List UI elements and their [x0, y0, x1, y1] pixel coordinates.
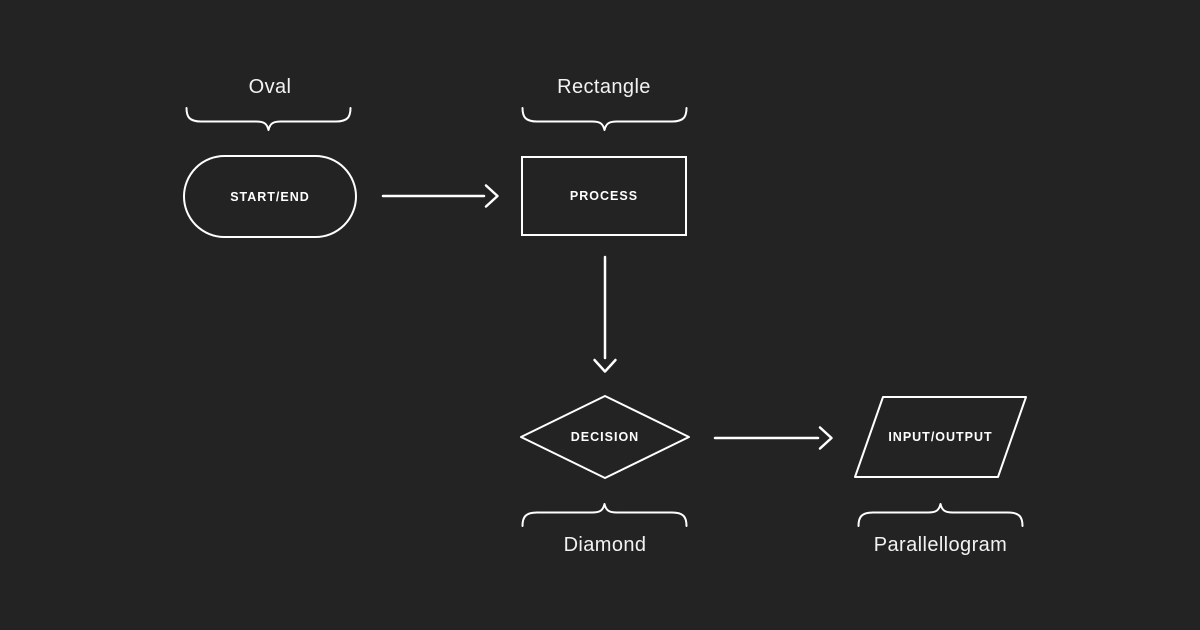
- arrow-rectangle-to-diamond: [593, 255, 617, 373]
- parallelogram-brace-icon: [857, 503, 1024, 527]
- rectangle-brace-icon: [521, 107, 688, 131]
- arrow-diamond-to-parallelogram: [713, 426, 833, 450]
- diamond-annotation: Diamond: [563, 534, 647, 556]
- oval-annotation: Oval: [248, 76, 292, 98]
- diamond-shape-outline: [520, 395, 690, 479]
- oval-node: START/END: [183, 155, 357, 238]
- diamond-brace-icon: [521, 503, 688, 527]
- diamond-node-label: DECISION: [570, 430, 640, 444]
- parallelogram-node-label: INPUT/OUTPUT: [888, 430, 993, 444]
- diamond-node: DECISION: [519, 394, 691, 480]
- parallelogram-annotation: Parallellogram: [873, 534, 1008, 556]
- parallelogram-node: INPUT/OUTPUT: [853, 395, 1028, 479]
- arrow-oval-to-rectangle: [381, 184, 499, 208]
- rectangle-node: PROCESS: [521, 156, 687, 236]
- parallelogram-shape-outline: [854, 396, 1027, 478]
- oval-node-label: START/END: [230, 189, 310, 204]
- rectangle-annotation: Rectangle: [557, 76, 651, 98]
- oval-brace-icon: [185, 107, 352, 131]
- rectangle-node-label: PROCESS: [569, 189, 639, 203]
